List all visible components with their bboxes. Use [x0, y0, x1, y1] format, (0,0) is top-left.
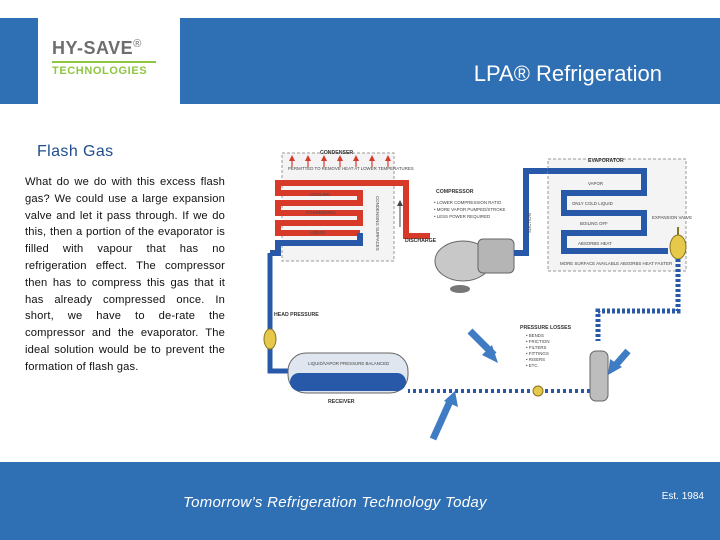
only-cold-liquid-label: ONLY COLD LIQUID [572, 201, 613, 206]
loss-etc: • ETC. [526, 363, 539, 368]
evaporator-coil [548, 168, 668, 254]
heat-arrows [289, 155, 391, 167]
loss-fittings: • FITTINGS [526, 351, 549, 356]
suction-label: SUCTION [527, 213, 532, 233]
condensing-surfaces-note: CONDENSING SURFACES [375, 196, 380, 251]
filter-drier [589, 350, 609, 402]
liquid-line-lower [408, 381, 600, 393]
refrigeration-diagram: CONDENSER PERMITTED TO REMOVE HEAT AT LO… [248, 141, 715, 447]
evaporator-label: EVAPORATOR [588, 158, 624, 164]
receiver-label: RECEIVER [328, 399, 355, 405]
compressor-note-2: • MORE VAPOR PUMPED/STROKE [434, 207, 506, 212]
logo-subtitle: TECHNOLOGIES [52, 65, 148, 77]
compressor-unit [434, 238, 515, 293]
vapor-label: VAPOR [588, 181, 603, 186]
footer-tagline: Tomorrow’s Refrigeration Technology Toda… [183, 494, 487, 511]
logo: HY-SAVE® TECHNOLOGIES [38, 18, 180, 104]
loss-risers: • RISERS [526, 357, 545, 362]
liquid-label: LIQUID [310, 230, 325, 235]
absorbs-heat-label: ABSORBS HEAT [578, 241, 612, 246]
condensing-label: CONDENSING [306, 210, 336, 215]
condenser-label: CONDENSER [320, 150, 353, 156]
compressor-label: COMPRESSOR [436, 189, 474, 195]
loss-filters: • FILTERS [526, 345, 547, 350]
page-title: LPA® Refrigeration [473, 61, 662, 86]
receiver-note: LIQUID/VAPOR PRESSURE BALANCED [308, 361, 389, 366]
cooling-label: COOLING [310, 192, 331, 197]
logo-name-text: HY-SAVE [52, 38, 134, 58]
pressure-losses-label: PRESSURE LOSSES [520, 325, 572, 331]
logo-divider [52, 61, 156, 63]
highlight-arrows [429, 328, 631, 441]
loss-friction: • FRICTION [526, 339, 550, 344]
section-title: Flash Gas [37, 143, 114, 160]
receiver-tank [287, 352, 409, 394]
discharge-label: DISCHARGE [405, 238, 437, 244]
liquid-line-upper [595, 259, 681, 341]
condenser-note: PERMITTED TO REMOVE HEAT AT LOWER TEMPER… [288, 166, 414, 171]
loss-bends: • BENDS [526, 333, 544, 338]
refrigeration-cycle-svg: CONDENSER PERMITTED TO REMOVE HEAT AT LO… [263, 150, 692, 441]
condenser-coil-hot [275, 180, 394, 236]
logo-registered-mark: ® [133, 38, 142, 50]
compressor-note-3: • LESS POWER REQUIRED [434, 214, 490, 219]
body-paragraph: What do we do with this excess flash gas… [25, 176, 225, 373]
boiling-off-label: BOILING OFF [580, 221, 608, 226]
footer-established: Est. 1984 [661, 491, 704, 502]
logo-name: HY-SAVE® [52, 38, 142, 59]
suction-line [514, 168, 548, 256]
compressor-note-1: • LOWER COMPRESSION RATIO [434, 200, 502, 205]
head-pressure-line [267, 253, 288, 374]
head-pressure-label: HEAD PRESSURE [274, 312, 319, 318]
evaporator-note: MORE SURFACE AVAILABLE ABSORBS HEAT FAST… [560, 261, 672, 266]
condenser-coil-cold [270, 233, 363, 256]
discharge-line [394, 180, 430, 239]
sight-glass [532, 385, 544, 397]
head-pressure-valve [263, 328, 277, 350]
footer-bar: Tomorrow’s Refrigeration Technology Toda… [0, 462, 720, 540]
expansion-valve-label: EXPANSION VALVE [652, 215, 692, 220]
